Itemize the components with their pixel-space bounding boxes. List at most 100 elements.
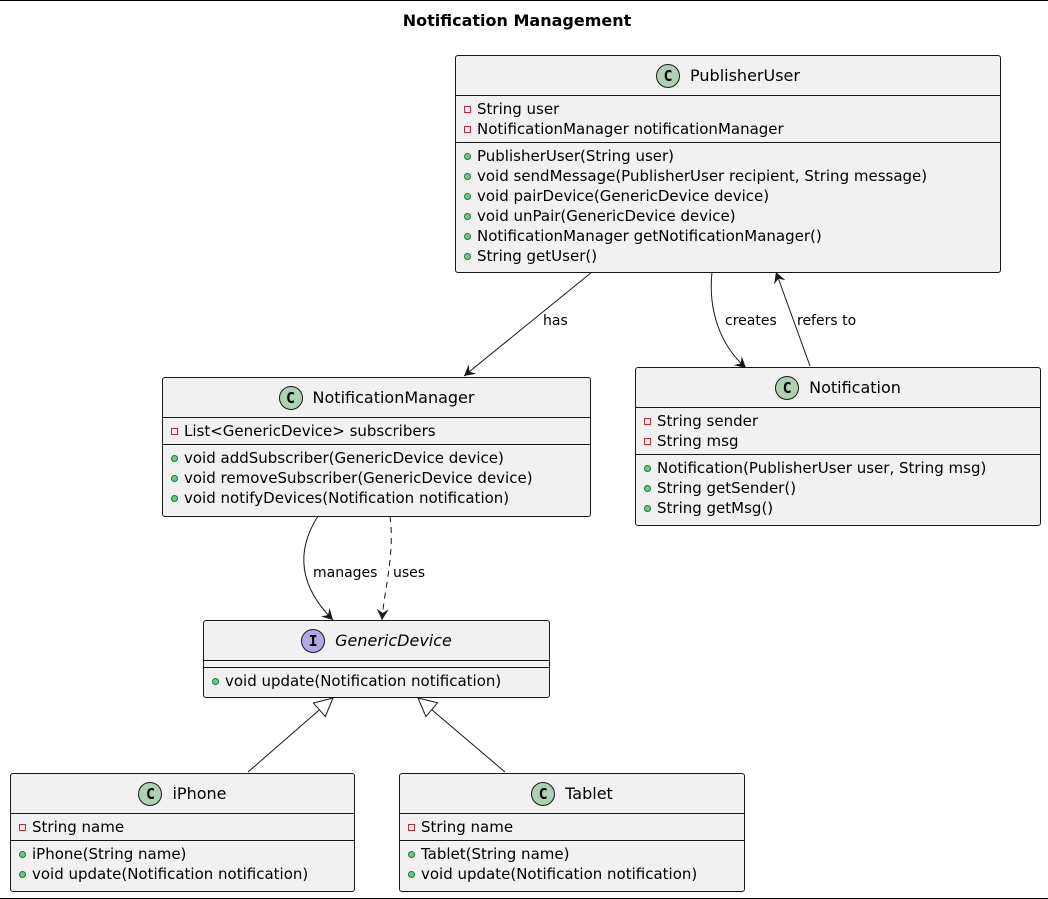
manages-label: manages bbox=[313, 565, 378, 581]
class-c-icon: C bbox=[775, 375, 800, 400]
public-visibility-icon bbox=[19, 870, 26, 878]
method-row: Tablet(String name) bbox=[408, 844, 744, 864]
class-name: Tablet bbox=[565, 784, 613, 803]
field-row: NotificationManager notificationManager bbox=[464, 119, 1000, 139]
private-visibility-icon bbox=[464, 105, 471, 113]
interface-i-icon: I bbox=[301, 628, 326, 653]
methods-section: void update(Notification notification) bbox=[204, 667, 549, 694]
class-c-icon: C bbox=[278, 385, 303, 410]
public-visibility-icon bbox=[464, 212, 471, 220]
has-label: has bbox=[543, 313, 568, 329]
method-text: String getSender() bbox=[657, 479, 797, 497]
class-header: C Notification bbox=[636, 368, 1040, 408]
method-text: Tablet(String name) bbox=[421, 845, 570, 863]
refers-to-label: refers to bbox=[797, 313, 857, 329]
method-text: void removeSubscriber(GenericDevice devi… bbox=[184, 469, 533, 487]
method-text: void unPair(GenericDevice device) bbox=[477, 207, 736, 225]
class-header: C Tablet bbox=[400, 774, 744, 814]
private-visibility-icon bbox=[644, 417, 651, 425]
method-row: void notifyDevices(Notification notifica… bbox=[171, 488, 590, 508]
field-row: String msg bbox=[644, 431, 1040, 451]
private-visibility-icon bbox=[408, 823, 415, 831]
method-text: void update(Notification notification) bbox=[32, 865, 309, 883]
interface-genericdevice[interactable]: I GenericDevice void update(Notification… bbox=[203, 620, 550, 698]
uses-dependency-line bbox=[376, 515, 392, 621]
method-row: void update(Notification notification) bbox=[408, 864, 744, 884]
method-text: iPhone(String name) bbox=[32, 845, 187, 863]
class-header: C PublisherUser bbox=[456, 56, 1000, 96]
private-visibility-icon bbox=[644, 437, 651, 445]
public-visibility-icon bbox=[644, 484, 651, 492]
class-c-icon: C bbox=[531, 781, 556, 806]
method-row: Notification(PublisherUser user, String … bbox=[644, 458, 1040, 478]
class-header: C NotificationManager bbox=[163, 378, 590, 418]
class-name: PublisherUser bbox=[690, 66, 800, 85]
field-row: List<GenericDevice> subscribers bbox=[171, 421, 590, 441]
public-visibility-icon bbox=[408, 870, 415, 878]
private-visibility-icon bbox=[171, 427, 178, 435]
iphone-realization-line bbox=[247, 698, 333, 773]
methods-section: Tablet(String name) void update(Notificat… bbox=[400, 840, 744, 887]
fields-section: String name bbox=[400, 814, 744, 840]
creates-label: creates bbox=[725, 313, 777, 329]
method-text: void update(Notification notification) bbox=[421, 865, 698, 883]
fields-section: String name bbox=[11, 814, 354, 840]
field-text: String sender bbox=[657, 412, 759, 430]
interface-header: I GenericDevice bbox=[204, 621, 549, 661]
class-c-icon: C bbox=[656, 63, 681, 88]
public-visibility-icon bbox=[171, 454, 178, 462]
public-visibility-icon bbox=[464, 172, 471, 180]
method-row: String getUser() bbox=[464, 246, 1000, 266]
manages-association-line bbox=[303, 515, 334, 621]
method-text: Notification(PublisherUser user, String … bbox=[657, 459, 987, 477]
class-name: Notification bbox=[809, 378, 901, 397]
method-row: void addSubscriber(GenericDevice device) bbox=[171, 448, 590, 468]
method-row: String getMsg() bbox=[644, 498, 1040, 518]
public-visibility-icon bbox=[464, 252, 471, 260]
method-row: PublisherUser(String user) bbox=[464, 146, 1000, 166]
class-tablet[interactable]: C Tablet String name Tablet(String name)… bbox=[399, 773, 745, 892]
class-iphone[interactable]: C iPhone String name iPhone(String name)… bbox=[10, 773, 355, 892]
class-c-icon: C bbox=[138, 781, 163, 806]
field-row: String sender bbox=[644, 411, 1040, 431]
private-visibility-icon bbox=[464, 125, 471, 133]
private-visibility-icon bbox=[19, 823, 26, 831]
class-header: C iPhone bbox=[11, 774, 354, 814]
method-row: void update(Notification notification) bbox=[212, 671, 549, 691]
public-visibility-icon bbox=[171, 494, 178, 502]
public-visibility-icon bbox=[644, 504, 651, 512]
method-row: void sendMessage(PublisherUser recipient… bbox=[464, 166, 1000, 186]
method-row: iPhone(String name) bbox=[19, 844, 354, 864]
method-text: void sendMessage(PublisherUser recipient… bbox=[477, 167, 928, 185]
method-row: void unPair(GenericDevice device) bbox=[464, 206, 1000, 226]
methods-section: void addSubscriber(GenericDevice device)… bbox=[163, 444, 590, 511]
method-row: void pairDevice(GenericDevice device) bbox=[464, 186, 1000, 206]
field-text: String msg bbox=[657, 432, 739, 450]
uses-label: uses bbox=[393, 565, 426, 581]
public-visibility-icon bbox=[408, 850, 415, 858]
public-visibility-icon bbox=[644, 464, 651, 472]
method-row: void removeSubscriber(GenericDevice devi… bbox=[171, 468, 590, 488]
method-text: void pairDevice(GenericDevice device) bbox=[477, 187, 770, 205]
tablet-realization-line bbox=[418, 698, 506, 773]
public-visibility-icon bbox=[171, 474, 178, 482]
class-name: NotificationManager bbox=[312, 388, 475, 407]
field-row: String user bbox=[464, 99, 1000, 119]
field-row: String name bbox=[19, 817, 354, 837]
field-text: String name bbox=[32, 818, 125, 836]
field-text: List<GenericDevice> subscribers bbox=[184, 422, 436, 440]
method-text: String getMsg() bbox=[657, 499, 774, 517]
method-row: void update(Notification notification) bbox=[19, 864, 354, 884]
method-text: void notifyDevices(Notification notifica… bbox=[184, 489, 510, 507]
public-visibility-icon bbox=[212, 677, 219, 685]
class-notificationmanager[interactable]: C NotificationManager List<GenericDevice… bbox=[162, 377, 591, 517]
method-row: NotificationManager getNotificationManag… bbox=[464, 226, 1000, 246]
method-row: String getSender() bbox=[644, 478, 1040, 498]
method-text: NotificationManager getNotificationManag… bbox=[477, 227, 822, 245]
method-text: String getUser() bbox=[477, 247, 598, 265]
public-visibility-icon bbox=[464, 192, 471, 200]
